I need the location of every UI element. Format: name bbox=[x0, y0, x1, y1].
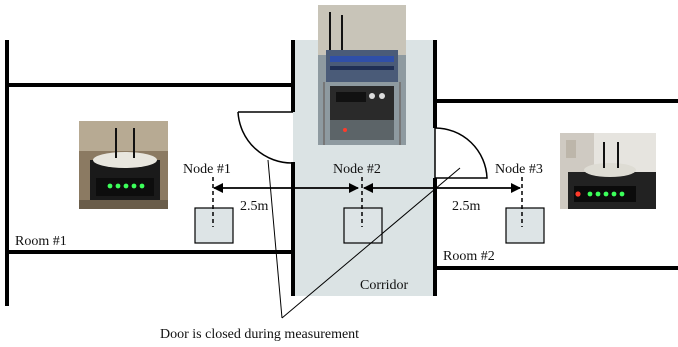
walls bbox=[5, 40, 678, 306]
distance-right-label: 2.5m bbox=[452, 199, 481, 214]
node-1-box bbox=[194, 207, 234, 244]
node-2-label: Node #2 bbox=[333, 162, 381, 177]
node-2-photo bbox=[318, 5, 406, 145]
room-2-label: Room #2 bbox=[443, 249, 495, 264]
node-1-photo bbox=[79, 121, 168, 209]
node-3-box bbox=[505, 207, 545, 244]
node-2-box bbox=[343, 207, 383, 244]
caption-pointer-left bbox=[267, 159, 283, 319]
node-3-label: Node #3 bbox=[495, 162, 543, 177]
caption-text: Door is closed during measurement bbox=[160, 327, 359, 342]
room-1-label: Room #1 bbox=[15, 234, 67, 249]
doors bbox=[237, 111, 488, 179]
node-3-photo bbox=[560, 133, 656, 209]
distance-left-label: 2.5m bbox=[240, 199, 269, 214]
caption-pointer-right bbox=[281, 167, 461, 319]
node-1-label: Node #1 bbox=[183, 162, 231, 177]
corridor-label: Corridor bbox=[360, 278, 409, 293]
